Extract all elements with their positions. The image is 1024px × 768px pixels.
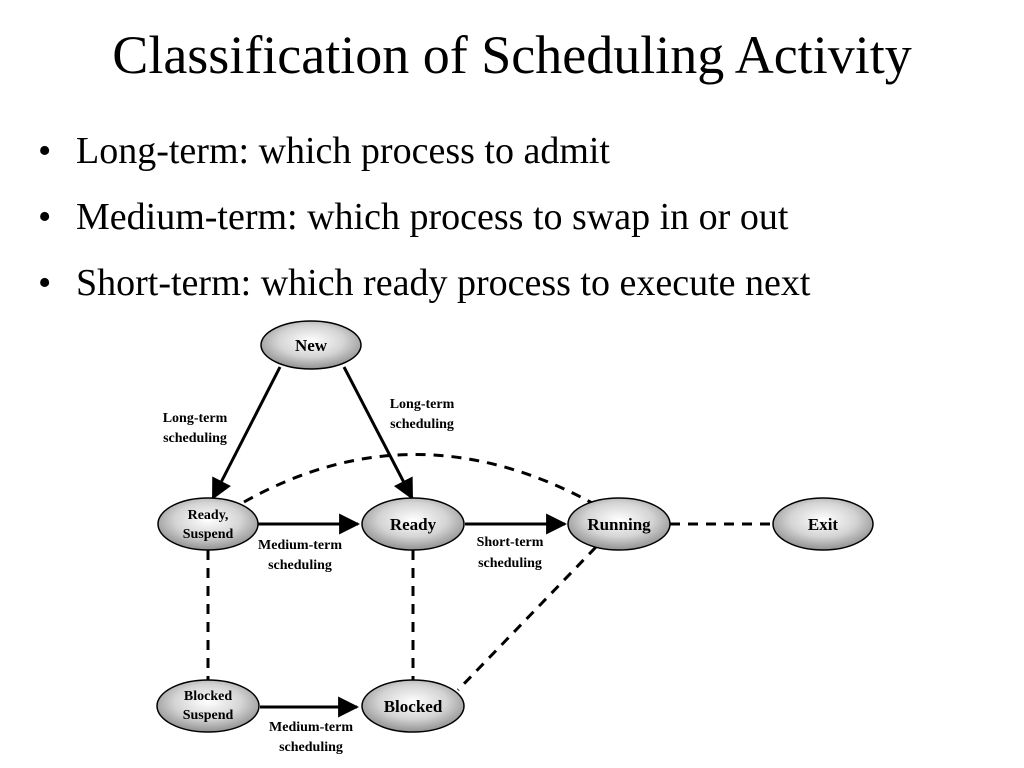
edge-label-new-to-ready-line2: scheduling	[390, 417, 454, 432]
node-new-label: New	[295, 336, 328, 355]
bullet-text-long-term: Long-term: which process to admit	[76, 130, 610, 172]
bullet-item: • Medium-term: which process to swap in o…	[38, 184, 810, 250]
node-exit: Exit	[772, 497, 874, 551]
edge-label-blocked-suspend-to-blocked-line1: Medium-term	[269, 720, 353, 735]
edge-new-to-ready	[342, 366, 414, 500]
bullet-item: • Short-term: which ready process to exec…	[38, 250, 810, 316]
edge-running-to-blocked-dashed	[456, 545, 598, 692]
node-ready-suspend-label-line2: Suspend	[183, 527, 234, 542]
edge-label-new-to-ready-suspend-line1: Long-term	[163, 411, 228, 426]
node-new: New	[260, 320, 362, 370]
node-blocked-suspend-label-line1: Blocked	[184, 689, 232, 704]
edge-label-blocked-suspend-to-blocked-line2: scheduling	[279, 740, 343, 755]
bullet-text-short-term: Short-term: which ready process to execu…	[76, 262, 811, 304]
edge-label-ready-suspend-to-ready-line1: Medium-term	[258, 538, 342, 553]
node-ready-suspend-label-line1: Ready,	[188, 508, 229, 523]
edge-new-to-ready-suspend	[211, 366, 282, 500]
edge-label-ready-suspend-to-ready-line2: scheduling	[268, 558, 332, 573]
node-ready-label: Ready	[390, 515, 437, 534]
edge-label-ready-to-running-line2: scheduling	[478, 556, 542, 571]
edge-label-ready-to-running-line1: Short-term	[477, 535, 544, 550]
edge-label-new-to-ready-suspend-line2: scheduling	[163, 431, 227, 446]
edge-ready-suspend-to-running-dashed	[243, 453, 595, 506]
bullet-dot: •	[38, 196, 52, 238]
node-blocked-suspend: Blocked Suspend	[156, 679, 260, 733]
node-running: Running	[567, 497, 671, 551]
bullet-item: • Long-term: which process to admit	[38, 118, 810, 184]
node-ready-suspend: Ready, Suspend	[157, 497, 259, 551]
node-ready: Ready	[361, 497, 465, 551]
node-blocked-suspend-label-line2: Suspend	[183, 708, 234, 723]
node-running-label: Running	[587, 515, 651, 534]
bullet-text-medium-term: Medium-term: which process to swap in or…	[76, 196, 789, 238]
node-exit-label: Exit	[808, 515, 839, 534]
bullet-list: • Long-term: which process to admit • Medi…	[38, 118, 810, 316]
edge-label-new-to-ready-line1: Long-term	[390, 397, 455, 412]
slide-title: Classification of Scheduling Activity	[112, 25, 912, 85]
bullet-dot: •	[38, 262, 52, 304]
node-blocked: Blocked	[361, 679, 465, 733]
bullet-dot: •	[38, 130, 52, 172]
node-blocked-label: Blocked	[384, 697, 443, 716]
